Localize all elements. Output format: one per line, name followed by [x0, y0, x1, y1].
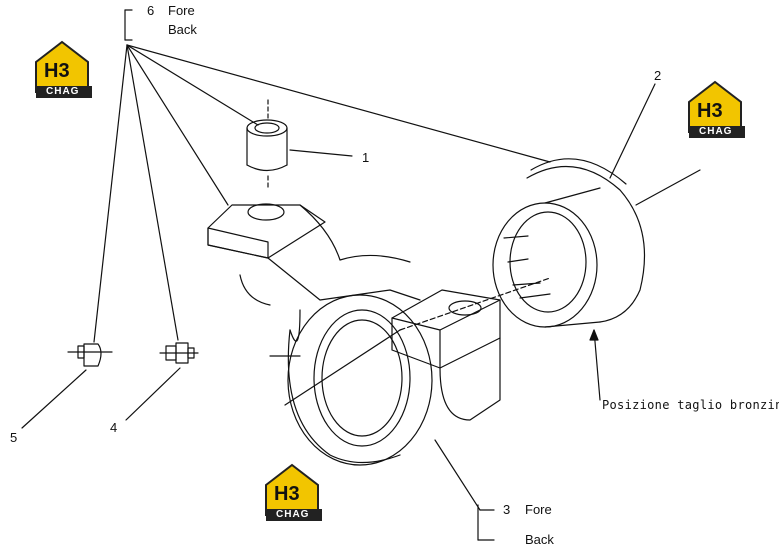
part-3-housing [207, 203, 551, 541]
logo-mark-bottom: H3 [274, 483, 300, 505]
callout-5: 5 [10, 430, 18, 445]
logo-brand-top-right: CHAG [699, 126, 733, 137]
callout-1: 1 [362, 150, 370, 165]
part-4-fitting [125, 342, 199, 421]
callout-6-leaders [93, 9, 551, 343]
part-1-bushing [246, 99, 353, 191]
sleeve-cut-note: Posizione taglio bronzina [602, 398, 779, 412]
callout-4: 4 [110, 420, 118, 435]
logo-bottom [265, 463, 322, 521]
callout-2: 2 [654, 68, 662, 83]
logo-brand-bottom: CHAG [276, 509, 310, 520]
callout-3-fore: Fore [525, 502, 552, 517]
callout-3-back: Back [525, 532, 554, 547]
callout-6: 6 [147, 3, 155, 18]
logo-top-right [688, 80, 745, 138]
logo-top-left [35, 40, 92, 98]
logo-mark-top-right: H3 [697, 100, 723, 122]
part-5-cap [21, 343, 113, 429]
part-2-sleeve [492, 83, 701, 401]
logo-brand-top-left: CHAG [46, 86, 80, 97]
logo-mark-top-left: H3 [44, 60, 70, 82]
callout-6-back: Back [168, 22, 197, 37]
callout-6-fore: Fore [168, 3, 195, 18]
callout-3: 3 [503, 502, 511, 517]
